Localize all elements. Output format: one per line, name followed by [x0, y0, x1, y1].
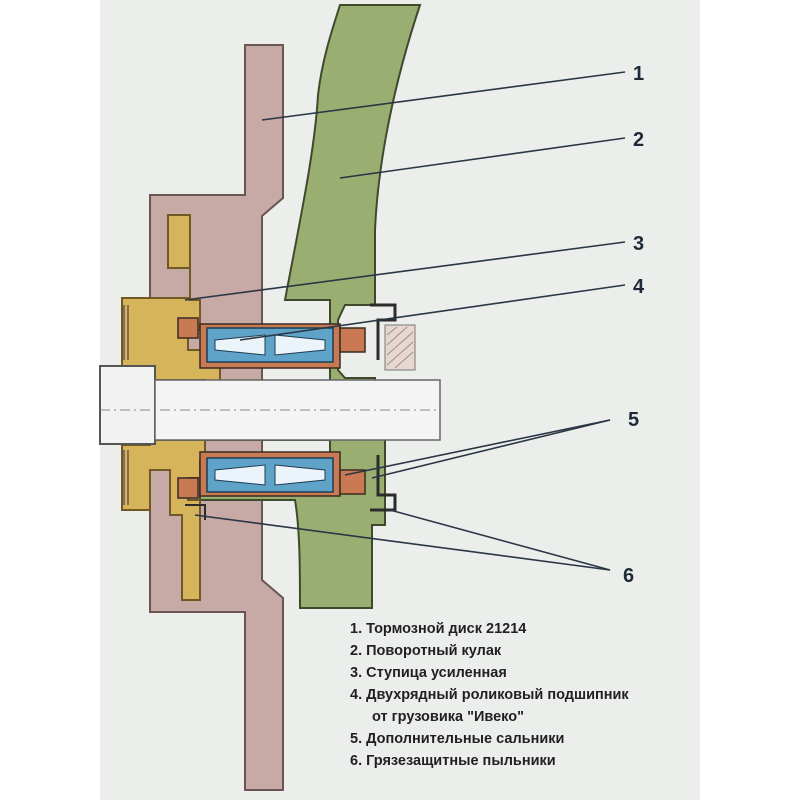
legend-item-5: 5. Дополнительные сальники: [350, 731, 565, 747]
axle-shaft: [154, 379, 441, 441]
bearing-rollers: [214, 334, 326, 486]
leader-2: [339, 137, 626, 179]
leader-5b: [371, 419, 611, 479]
leader-5a: [344, 419, 611, 476]
oil-seal-outer-upper: [339, 327, 366, 353]
dust-cover-upper: [370, 303, 397, 360]
flange-slots: [123, 305, 129, 505]
legend: 1. Тормозной диск 21214 2. Поворотный ку…: [350, 618, 695, 772]
hatching: [386, 326, 414, 369]
callout-4: 4: [633, 276, 645, 298]
oil-seal-inner-lower: [177, 477, 199, 499]
axle-stub: [99, 365, 156, 445]
oil-seal-inner-upper: [177, 317, 199, 339]
legend-item-1: 1. Тормозной диск 21214: [350, 621, 527, 637]
legend-item-6: 6. Грязезащитные пыльники: [350, 753, 556, 769]
callout-5: 5: [628, 409, 639, 431]
steering-knuckle: [199, 4, 422, 609]
legend-item-4: 4. Двухрядный роликовый подшипник: [350, 687, 629, 703]
dust-cover-inner: [185, 504, 206, 520]
callout-6: 6: [623, 565, 634, 587]
leader-3: [184, 241, 626, 301]
callout-1: 1: [633, 63, 644, 85]
dust-cover-lower: [370, 455, 397, 512]
legend-item-2: 2. Поворотный кулак: [350, 643, 502, 659]
legend-item-3: 3. Ступица усиленная: [350, 665, 507, 681]
callout-3: 3: [633, 233, 644, 255]
leader-6a: [194, 514, 611, 571]
callout-2: 2: [633, 129, 644, 151]
leader-4: [239, 284, 626, 341]
legend-item-4-continuation: от грузовика "Ивеко": [372, 709, 524, 725]
leader-6b: [389, 509, 611, 571]
leader-lines: [184, 71, 626, 571]
leader-1: [261, 71, 626, 121]
